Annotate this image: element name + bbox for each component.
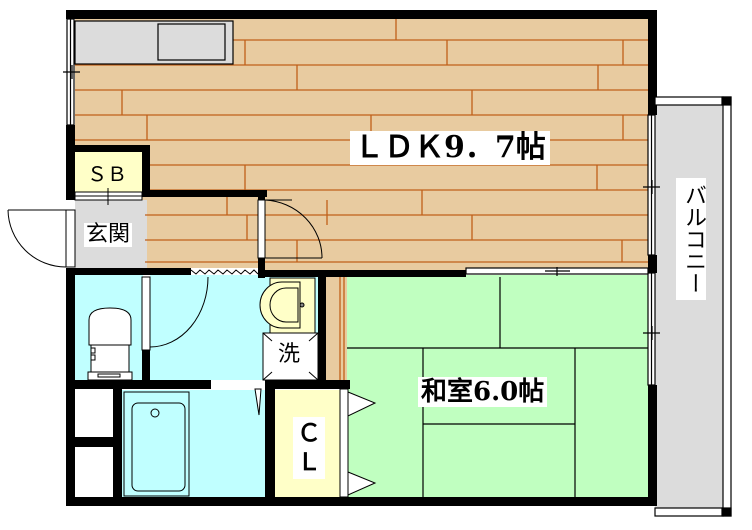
ldk-label: ＬＤＫ9．7帖 [350,131,550,165]
sb-shelf [74,188,143,205]
kitchen-counter [74,20,234,65]
hallway-floor [145,195,265,270]
entrance-label: 玄関 [84,222,133,247]
washer-label: 洗 [277,342,302,367]
windows [63,18,660,386]
balcony-rail [654,96,732,517]
storage-cell-1 [75,390,115,440]
ldk-door [257,199,323,259]
storage-cell-2 [75,448,115,498]
accordion-door [190,268,259,275]
washroom-door [141,276,209,351]
bath-door [211,382,265,416]
tatami-lines [347,277,648,497]
closet-label: ＣＬ [293,417,325,479]
corridor-strip [325,275,347,385]
wash-basin [259,277,316,334]
entrance-door [7,209,76,268]
balcony-label: バルコニー [676,178,706,300]
wood-plank-lines [75,18,650,385]
bathtub [123,391,190,497]
closet-doors [339,388,377,498]
balcony-floor [655,105,723,515]
shoe-box-label: ＳＢ [86,162,128,186]
toilet-fixture [87,307,133,381]
washitsu-label: 和室6.0帖 [418,377,548,407]
walls [66,10,657,506]
